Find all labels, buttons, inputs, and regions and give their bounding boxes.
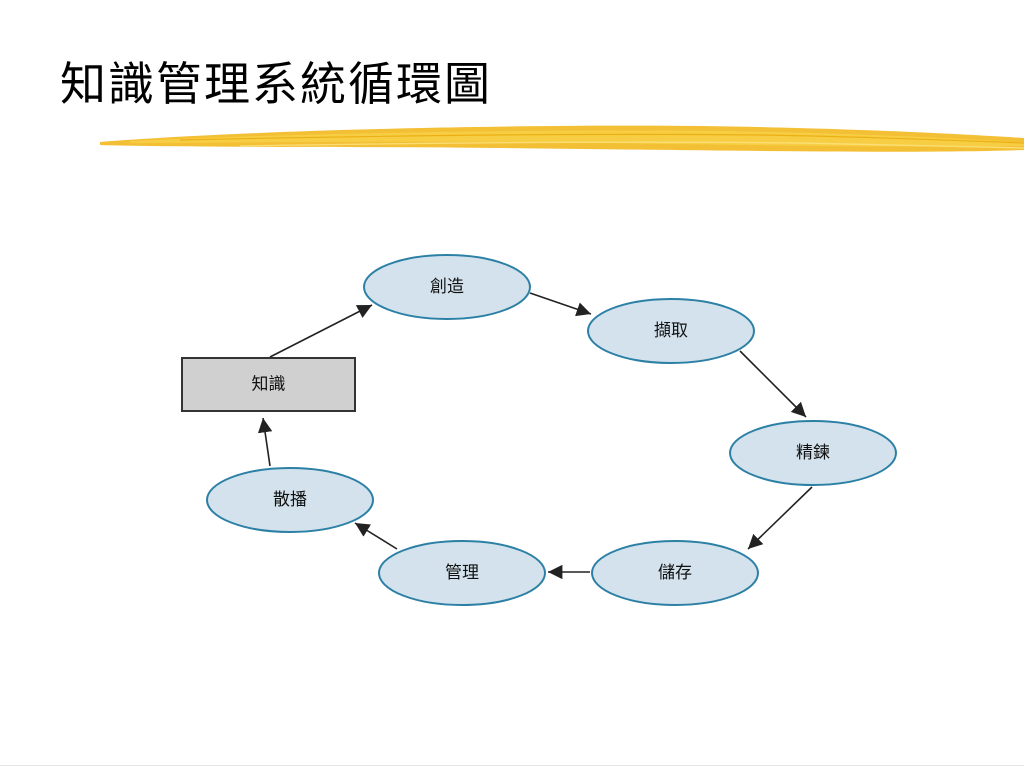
node-disseminate-label: 散播 [273, 490, 307, 510]
node-refine-label: 精鍊 [796, 443, 830, 463]
edge-disseminate-to-knowledge [257, 417, 273, 467]
node-knowledge: 知識 [181, 357, 356, 412]
node-capture: 擷取 [587, 298, 755, 364]
brush-stroke-divider [100, 125, 1024, 152]
node-store: 儲存 [591, 540, 759, 606]
edge-refine-to-store [747, 486, 813, 550]
node-create-label: 創造 [430, 277, 464, 297]
node-create: 創造 [363, 254, 531, 320]
node-manage: 管理 [378, 540, 546, 606]
node-refine-ellipse [729, 420, 897, 486]
node-refine: 精鍊 [729, 420, 897, 486]
node-disseminate-ellipse [206, 467, 374, 533]
footer-divider [0, 765, 1024, 766]
slide-title: 知識管理系統循環圖 [60, 57, 492, 111]
edge-knowledge-to-create [269, 304, 373, 358]
edge-create-to-capture [529, 292, 592, 317]
edge-manage-to-disseminate [354, 522, 398, 550]
node-capture-ellipse [587, 298, 755, 364]
node-manage-ellipse [378, 540, 546, 606]
node-capture-label: 擷取 [654, 321, 688, 341]
node-store-ellipse [591, 540, 759, 606]
node-disseminate: 散播 [206, 467, 374, 533]
node-knowledge-box [181, 357, 356, 412]
edges-layer [257, 292, 813, 580]
edge-capture-to-refine [739, 350, 807, 418]
node-knowledge-label: 知識 [252, 375, 286, 395]
node-store-label: 儲存 [658, 563, 692, 583]
node-create-ellipse [363, 254, 531, 320]
node-manage-label: 管理 [445, 563, 479, 583]
